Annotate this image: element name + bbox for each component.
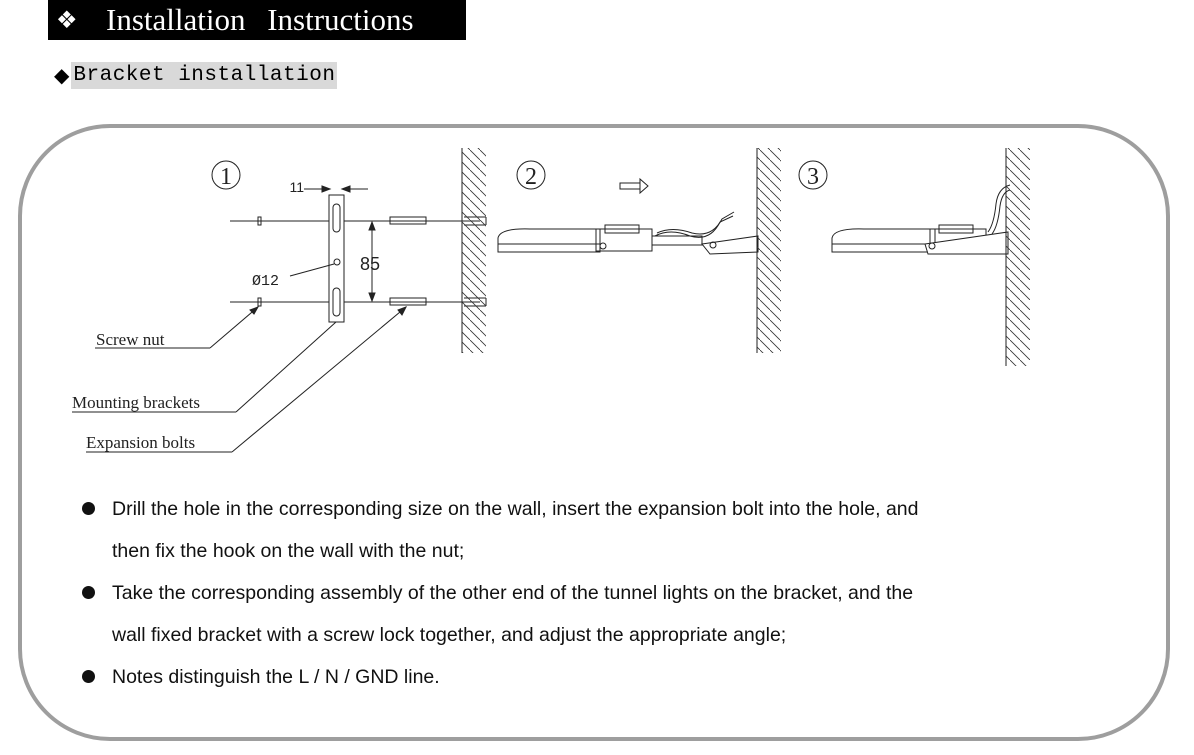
content-frame (18, 124, 1170, 741)
instruction-text-line-1: Drill the hole in the corresponding size… (112, 498, 919, 520)
step-1-circle (211, 160, 241, 190)
step-1-number: 1 (220, 164, 232, 190)
callout-expansion-bolts: Expansion bolts (86, 433, 195, 452)
dimension-width: 11 (289, 179, 304, 195)
step-3-circle (798, 160, 828, 190)
instruction-text-line-1: Notes distinguish the L / N / GND line. (112, 666, 440, 688)
instruction-text-line-2: then fix the hook on the wall with the n… (112, 540, 465, 562)
dimension-spacing: 85 (360, 254, 380, 274)
instruction-item: Drill the hole in the corresponding size… (80, 488, 1120, 572)
step-2-circle (516, 160, 546, 190)
page-title: Installation Instructions (106, 2, 414, 37)
instruction-text-line-2: wall fixed bracket with a screw lock tog… (112, 624, 787, 646)
title-bar: ❖ Installation Instructions (48, 0, 466, 40)
section-title: Bracket installation (71, 61, 338, 89)
diamond-icon: ◆ (54, 64, 70, 87)
step-2-number: 2 (525, 164, 537, 190)
callout-mounting-brackets: Mounting brackets (72, 393, 200, 412)
right-arrow-icon (619, 177, 649, 195)
section-heading: ◆ Bracket installation (54, 60, 338, 90)
instructions-list: Drill the hole in the corresponding size… (80, 488, 1120, 698)
installation-diagram: 1 11 85 Ø12 (72, 148, 1030, 453)
step-3-number: 3 (807, 164, 819, 190)
dimension-hole: Ø12 (252, 273, 279, 290)
instruction-item: Take the corresponding assembly of the o… (80, 572, 1120, 656)
four-diamonds-icon: ❖ (56, 6, 78, 34)
callout-screw-nut: Screw nut (96, 330, 165, 349)
instruction-text-line-1: Take the corresponding assembly of the o… (112, 582, 914, 604)
instruction-item: Notes distinguish the L / N / GND line. (80, 656, 1120, 698)
